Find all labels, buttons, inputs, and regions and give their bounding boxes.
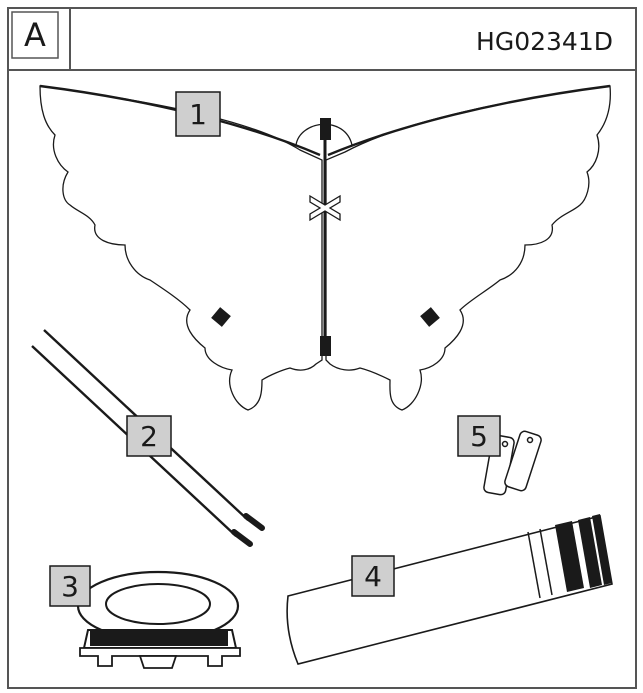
panel-letter: A [24,16,46,54]
panel-letter-box: A [7,7,71,71]
callout-1-number: 1 [189,98,207,131]
connectors [483,430,542,496]
callout-2: 2 [126,415,172,457]
product-code: HG02341D [476,27,613,56]
storage-tube [286,514,613,665]
callout-1: 1 [175,91,221,137]
callout-4: 4 [351,555,395,597]
callout-5-number: 5 [470,420,488,453]
callout-3: 3 [49,565,91,607]
line-winder [76,570,241,669]
outer-frame [7,7,637,689]
callout-5: 5 [457,415,501,457]
kite-sail [39,84,611,411]
callout-2-number: 2 [140,420,158,453]
callout-3-number: 3 [61,570,79,603]
callout-4-number: 4 [364,560,382,593]
